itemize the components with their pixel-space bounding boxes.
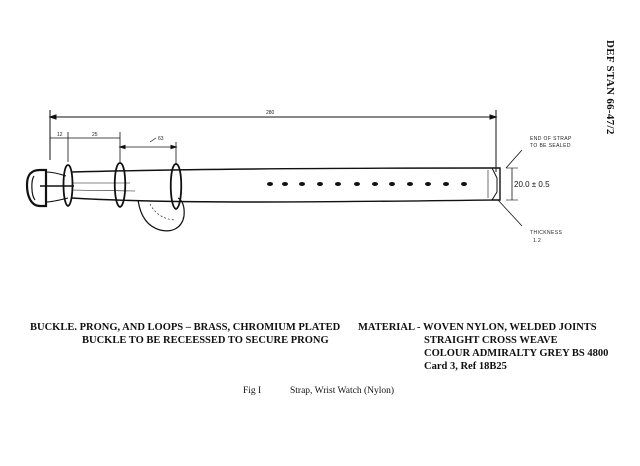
strap-hole [425,182,431,186]
strap-hole [282,182,288,186]
buckle-recess-note: BUCKLE TO BE RECEESSED TO SECURE PRONG [82,335,329,346]
document-reference: DEF STAN 66-47/2 [604,40,616,135]
strap-hole [407,182,413,186]
buckle-material-note: BUCKLE. PRONG, AND LOOPS – BRASS, CHROMI… [30,322,341,333]
strap-hole [267,182,273,186]
material-note-line1: MATERIAL - WOVEN NYLON, WELDED JOINTS [358,322,597,333]
strap-hole [335,182,341,186]
strap-hole [443,182,449,186]
figure-number: Fig I [243,386,262,396]
strap-body-outline [71,167,501,203]
material-note-line2: STRAIGHT CROSS WEAVE [424,335,558,346]
strap-hole [317,182,323,186]
strap-hole [389,182,395,186]
dim-12-label: 12 [57,132,63,138]
material-note-line3: COLOUR ADMIRALTY GREY BS 4800 [424,348,609,359]
strap-hole [299,182,305,186]
end-of-strap-note-line1: END OF STRAP [530,136,572,142]
buckle [25,168,48,208]
loop-1 [62,164,74,207]
dim-25-label: 25 [92,132,98,138]
strap-keeper-fold [137,197,185,232]
strap-hole [461,182,467,186]
strap-hole [354,182,360,186]
loop-3 [169,163,183,210]
overall-length-label: 280 [266,110,275,116]
dim-63-label: 63 [158,136,164,142]
figure-caption: Strap, Wrist Watch (Nylon) [290,386,395,396]
strap-holes [267,182,467,186]
thickness-value: 1.2 [533,238,542,244]
loop-2 [113,162,127,208]
thickness-label: THICKNESS [530,230,563,236]
material-note-line4: Card 3, Ref 18B25 [424,361,507,372]
end-of-strap-note-line2: TO BE SEALED [530,143,571,149]
strap-width-label: 20.0 ± 0.5 [514,180,550,189]
strap-hole [372,182,378,186]
